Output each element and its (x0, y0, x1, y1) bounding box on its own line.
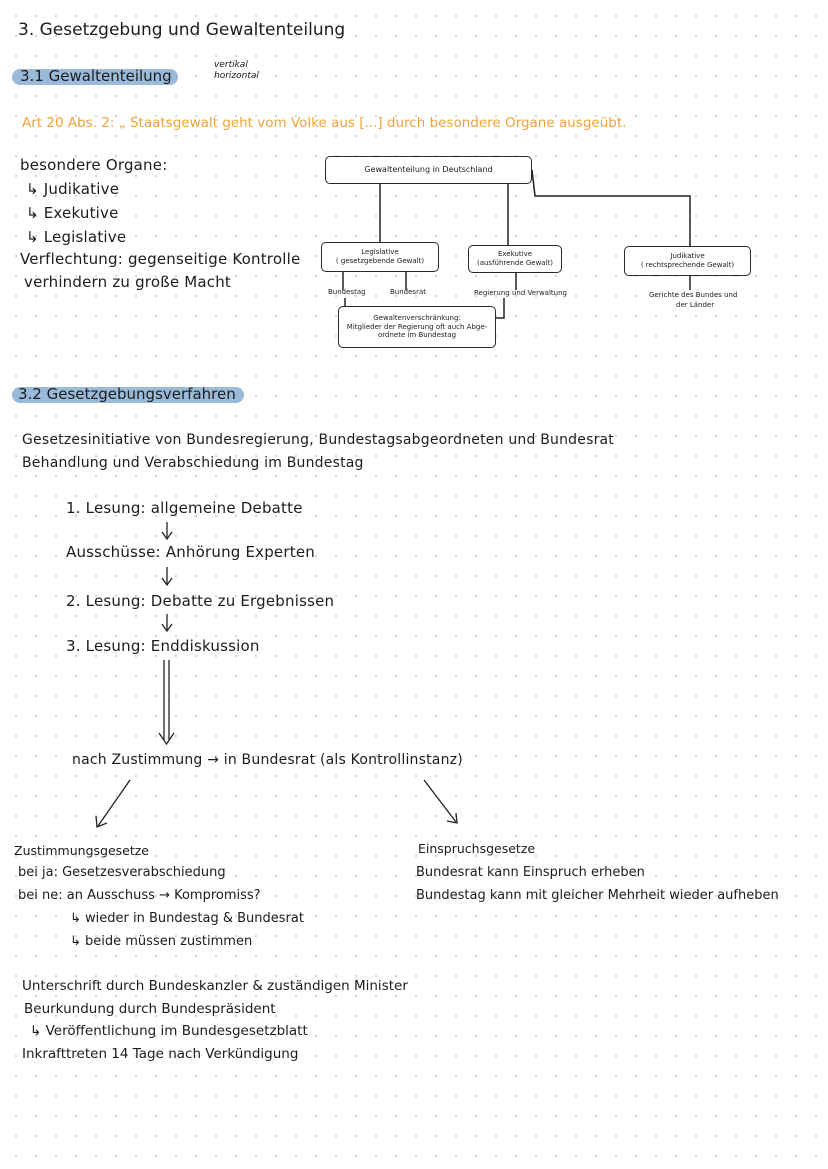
article-quote: Art 20 Abs. 2: „ Staatsgewalt geht vom V… (22, 115, 627, 131)
zustimmung-line-2: bei ne: an Ausschuss → Kompromiss? (18, 888, 261, 903)
final-unterschrift: Unterschrift durch Bundeskanzler & zustä… (22, 978, 408, 994)
zustimmung-line-4: ↳ beide müssen zustimmen (70, 934, 253, 949)
step-3-lesung: 3. Lesung: Enddiskussion (66, 637, 260, 655)
note-horizontal: horizontal (214, 71, 259, 81)
einspruch-title: Einspruchsgesetze (418, 841, 536, 856)
bullet-verflechtung: Verflechtung: gegenseitige Kontrolle (20, 250, 301, 268)
bundesrat-label: Bundesrat (390, 288, 426, 296)
step-ausschuesse: Ausschüsse: Anhörung Experten (66, 543, 315, 561)
regierung-label: Regierung und Verwaltung (474, 289, 567, 297)
step-1-lesung: 1. Lesung: allgemeine Debatte (66, 499, 303, 517)
bullet-exekutive: ↳ Exekutive (26, 204, 119, 222)
bundesrat-line: nach Zustimmung → in Bundesrat (als Kont… (72, 752, 463, 768)
intro-behandlung: Behandlung und Verabschiedung im Bundest… (22, 455, 364, 471)
verschraenkung-box: Gewaltenverschränkung: Mitglieder der Re… (338, 306, 496, 348)
judikative-sub: ( rechtsprechende Gewalt) (640, 261, 735, 269)
verschraenkung-title: Gewaltenverschränkung: (373, 313, 461, 322)
zustimmung-title: Zustimmungsgesetze (14, 843, 149, 858)
section-heading-gesetzgebungsverfahren: 3.2 Gesetzgebungsverfahren (18, 385, 236, 403)
einspruch-line-2: Bundestag kann mit gleicher Mehrheit wie… (416, 888, 779, 903)
legislative-sub: ( gesetzgebende Gewalt) (335, 257, 425, 265)
exekutive-label: Exekutive (497, 250, 533, 259)
legislative-label: Legislative (361, 248, 399, 257)
exekutive-box: Exekutive (ausführende Gewalt) (468, 245, 562, 273)
judikative-box: Judikative ( rechtsprechende Gewalt) (624, 246, 751, 276)
intro-initiative: Gesetzesinitiative von Bundesregierung, … (22, 432, 614, 448)
section-heading-gewaltenteilung: 3.1 Gewaltenteilung (20, 67, 172, 85)
bullet-judikative: ↳ Judikative (26, 180, 120, 198)
heading-highlight-2 (12, 387, 244, 403)
gerichte-label-1: Gerichte des Bundes und (649, 291, 738, 299)
heading-highlight (12, 69, 178, 85)
exekutive-sub: (ausführende Gewalt) (476, 259, 554, 267)
final-inkrafttreten: Inkrafttreten 14 Tage nach Verkündigung (22, 1046, 299, 1062)
zustimmung-line-1: bei ja: Gesetzesverabschiedung (18, 865, 226, 880)
judikative-label: Judikative (670, 252, 705, 261)
zustimmung-line-3: ↳ wieder in Bundestag & Bundesrat (70, 911, 304, 926)
bundestag-label: Bundestag (328, 288, 366, 296)
step-2-lesung: 2. Lesung: Debatte zu Ergebnissen (66, 592, 335, 610)
verschraenkung-line1: Mitglieder der Regierung oft auch Abge- (346, 322, 488, 331)
note-vertikal: vertikal (214, 60, 248, 70)
final-veroeffentlichung: ↳ Veröffentlichung im Bundesgesetzblatt (30, 1023, 308, 1039)
diagram-root-box: Gewaltenteilung in Deutschland (325, 156, 532, 184)
bullet-organe: besondere Organe: (20, 156, 168, 174)
bullet-legislative: ↳ Legislative (26, 228, 127, 246)
einspruch-line-1: Bundesrat kann Einspruch erheben (416, 865, 645, 880)
page-title: 3. Gesetzgebung und Gewaltenteilung (18, 20, 346, 40)
verschraenkung-line2: ordnete im Bundestag (377, 331, 457, 340)
final-beurkundung: Beurkundung durch Bundespräsident (24, 1001, 276, 1017)
diagram-root-label: Gewaltenteilung in Deutschland (364, 165, 493, 174)
gerichte-label-2: der Länder (676, 301, 715, 309)
legislative-box: Legislative ( gesetzgebende Gewalt) (321, 242, 439, 272)
bullet-macht: verhindern zu große Macht (24, 273, 232, 291)
